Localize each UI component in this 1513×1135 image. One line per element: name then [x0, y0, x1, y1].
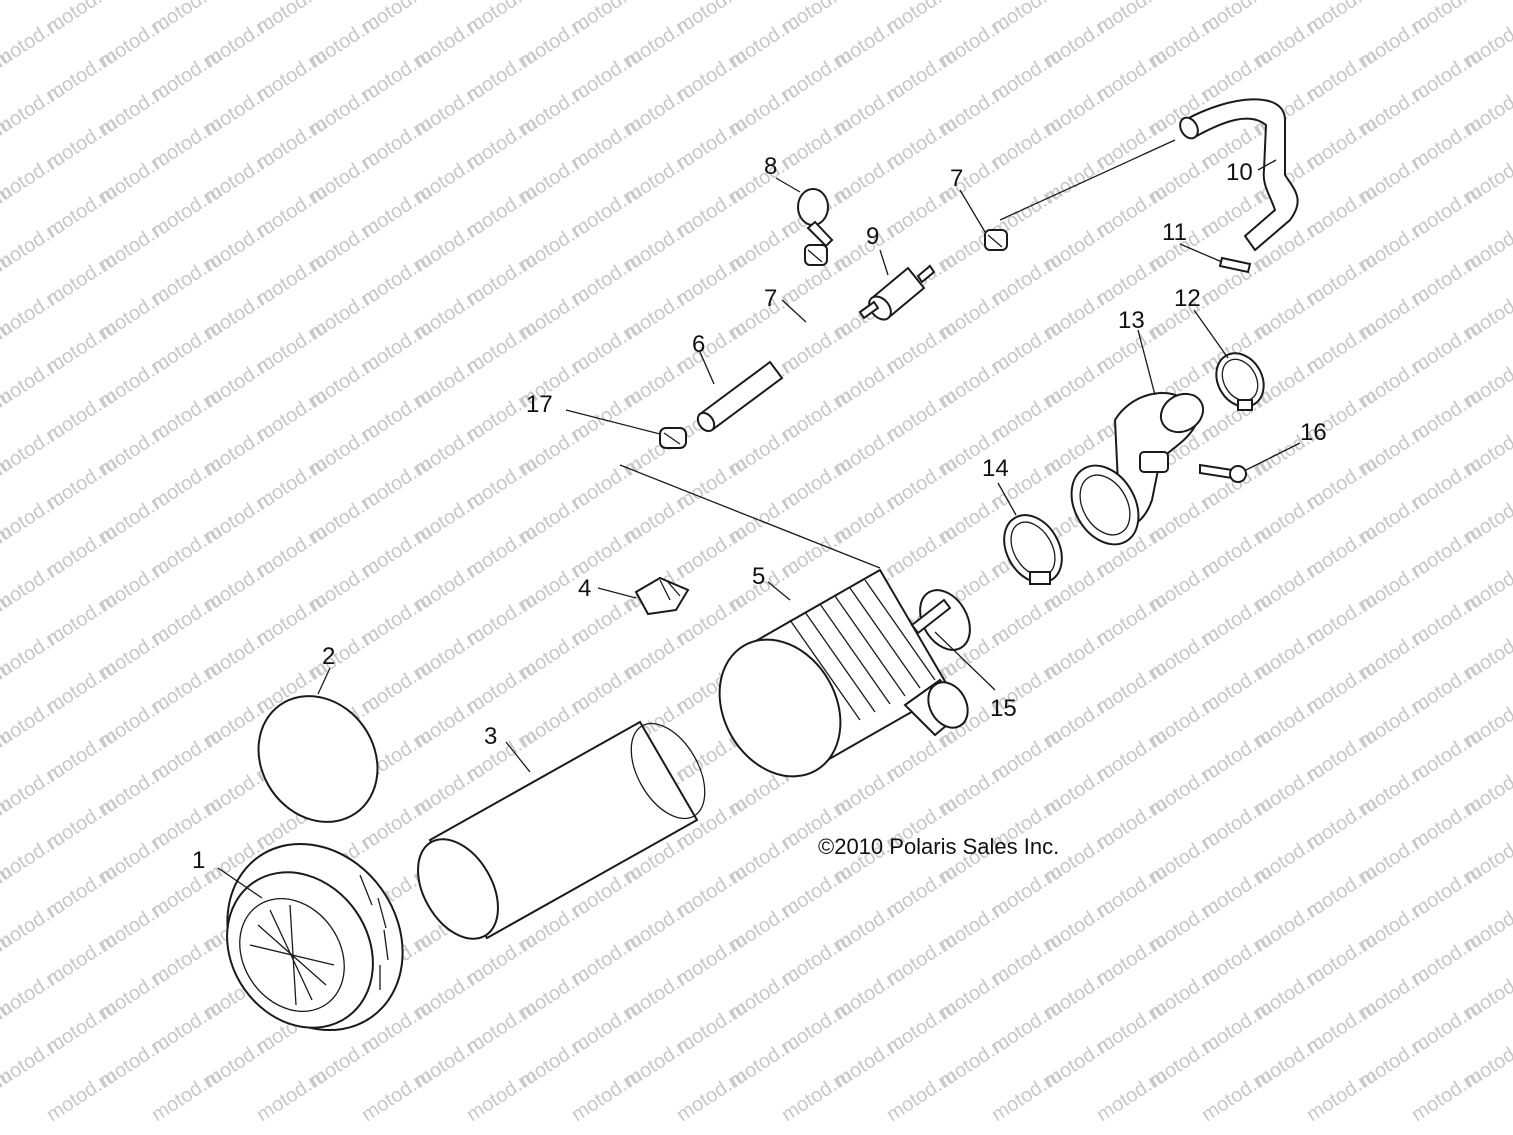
watermark-text: motod.ru — [778, 1065, 856, 1126]
part-3-filter-element — [417, 720, 706, 940]
watermark-text: motod.ru — [463, 1065, 541, 1126]
callout-labels: 1 2 3 4 5 6 7 7 8 9 10 11 12 13 14 15 16… — [192, 153, 1327, 874]
callout-6: 6 — [692, 331, 705, 358]
part-7-clamp-upper — [984, 229, 1008, 251]
callout-1: 1 — [192, 847, 205, 874]
part-6-tube — [696, 360, 784, 433]
watermark-text: motod.ru — [43, 1065, 121, 1126]
watermark-text: motod.ru — [148, 1065, 226, 1126]
callout-11: 11 — [1162, 219, 1187, 246]
watermark-text: motod.ru — [0, 0, 16, 38]
watermark-text: motod.ru — [253, 1065, 331, 1126]
callout-13: 13 — [1118, 307, 1145, 334]
callout-3: 3 — [484, 723, 497, 750]
part-2-gasket — [257, 695, 379, 823]
callout-5: 5 — [752, 563, 765, 590]
callout-17: 17 — [526, 391, 553, 418]
part-1-airbox-cover — [226, 842, 404, 1032]
part-7-clamp-lower — [804, 244, 828, 266]
part-10-breather-hose — [1179, 98, 1299, 252]
watermark-text: motod.ru — [1198, 1065, 1276, 1126]
part-14-hose-clamp — [1003, 514, 1063, 585]
watermark-text: motod.ru — [988, 1065, 1066, 1126]
assembly-lines — [619, 139, 1176, 569]
part-11-fitting — [1218, 256, 1252, 274]
callout-leaders — [217, 159, 1301, 899]
callout-10: 10 — [1226, 159, 1253, 186]
watermark-text: motod.ru — [568, 1065, 646, 1126]
part-8-p-clamp — [797, 188, 834, 248]
part-9-breather-filter — [858, 264, 936, 321]
part-15-stud — [910, 598, 952, 635]
callout-15: 15 — [990, 695, 1017, 722]
callout-8: 8 — [764, 153, 777, 180]
part-16-screw — [1199, 463, 1247, 483]
callout-4: 4 — [578, 575, 591, 602]
part-4-clip — [634, 576, 690, 616]
part-13-intake-duct — [1070, 391, 1205, 546]
callout-7-lower: 7 — [764, 285, 777, 312]
callout-16: 16 — [1300, 419, 1327, 446]
watermark-text: motod.ru — [673, 1065, 751, 1126]
watermark-text: motod.ru — [883, 1065, 961, 1126]
callout-12: 12 — [1174, 285, 1201, 312]
watermark-text: motod.ru — [1408, 1065, 1486, 1126]
part-12-hose-clamp — [1215, 352, 1265, 411]
part-5-airbox-body — [718, 568, 971, 778]
watermark-text: motod.ru — [1303, 1065, 1381, 1126]
watermark-text: motod.ru — [1093, 1065, 1171, 1126]
part-17-clamp — [659, 427, 687, 449]
copyright-notice: ©2010 Polaris Sales Inc. — [818, 834, 1059, 859]
callout-14: 14 — [982, 455, 1009, 482]
watermark-text: motod.ru — [358, 1065, 436, 1126]
callout-2: 2 — [322, 643, 335, 670]
callout-9: 9 — [866, 223, 879, 250]
callout-7-upper: 7 — [950, 165, 963, 192]
